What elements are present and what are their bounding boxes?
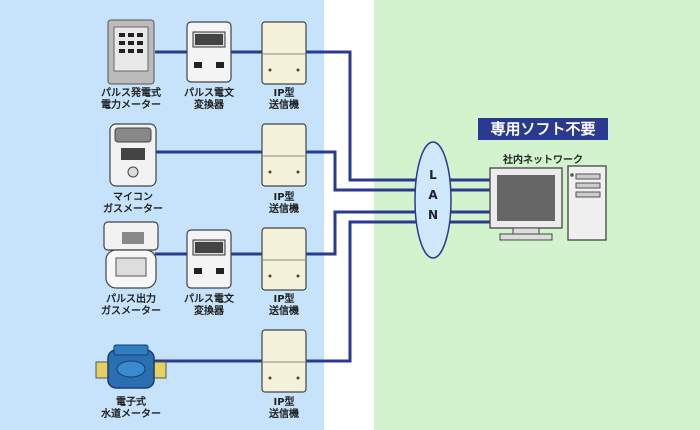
transmitter-label-4: IP型 送信機 (269, 397, 299, 420)
meter-label-water: 電子式 水道メーター (101, 397, 161, 420)
no-dedicated-software-badge: 専用ソフト不要 (478, 118, 608, 140)
transmitter-label-3: IP型 送信機 (269, 294, 299, 317)
converter-label-1: パルス電文 変換器 (184, 88, 234, 111)
line-transmitter1-lan (306, 50, 420, 182)
pc-icon (489, 165, 607, 241)
pulse-converter-icon (186, 229, 232, 289)
line-transmitter4-lan (306, 220, 420, 363)
ip-transmitter-icon (261, 21, 307, 85)
water-meter-icon (95, 344, 167, 389)
line-transmitter2-lan (306, 150, 420, 192)
office-network-label: 社内ネットワーク (503, 155, 583, 166)
lan-ellipse (414, 141, 452, 259)
electric-meter-icon (107, 19, 155, 85)
line-transmitter3-lan (306, 210, 420, 256)
lan-letter-a: A (428, 188, 438, 202)
converter-label-3: パルス電文 変換器 (184, 294, 234, 317)
pulse-converter-icon (186, 21, 232, 83)
lan-letter-l: L (429, 168, 437, 182)
meter-label-microcomputer-gas: マイコン ガスメーター (103, 192, 163, 215)
connection-lines (150, 50, 490, 363)
ip-transmitter-icon (261, 227, 307, 291)
transmitter-label-1: IP型 送信機 (269, 88, 299, 111)
pulse-gas-meter-icon (103, 221, 159, 289)
microcomputer-gas-meter-icon (109, 123, 157, 187)
lan-letter-n: N (427, 208, 439, 222)
meter-label-electric: パルス発電式 電力メーター (101, 88, 161, 111)
ip-transmitter-icon (261, 123, 307, 187)
meter-label-pulse-gas: パルス出力 ガスメーター (101, 294, 161, 317)
transmitter-label-2: IP型 送信機 (269, 192, 299, 215)
ip-transmitter-icon (261, 329, 307, 393)
